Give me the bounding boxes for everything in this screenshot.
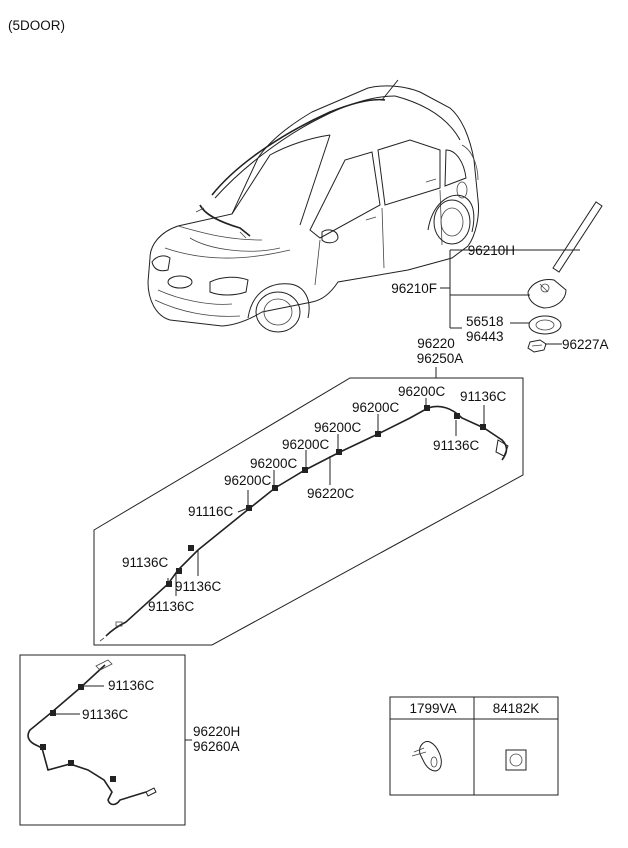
callout-96220H: 96220H bbox=[193, 724, 240, 739]
callout-96200C-3: 96200C bbox=[314, 420, 362, 435]
roof-antenna-assembly bbox=[527, 201, 603, 353]
callout-96250A: 96250A bbox=[417, 351, 464, 366]
callout-91136C-3: 91136C bbox=[122, 555, 169, 570]
callout-96200C-4: 96200C bbox=[282, 437, 330, 452]
table-header-1799VA: 1799VA bbox=[409, 701, 456, 716]
callout-96220: 96220 bbox=[417, 336, 455, 351]
main-harness-leaders bbox=[167, 398, 485, 596]
callout-96210F: 96210F bbox=[391, 281, 437, 296]
callout-96260A: 96260A bbox=[193, 739, 240, 754]
sub-harness-panel bbox=[19, 654, 192, 826]
callout-91116C: 91116C bbox=[188, 504, 234, 519]
callout-96210H: 96210H bbox=[468, 243, 515, 258]
callout-96200C-5: 96200C bbox=[250, 456, 298, 471]
callout-96220C: 96220C bbox=[307, 486, 355, 501]
callout-96200C-6: 96200C bbox=[224, 473, 272, 488]
parts-table bbox=[389, 696, 559, 796]
clip-icon bbox=[411, 741, 442, 772]
car-illustration bbox=[147, 79, 479, 333]
callout-96200C-1: 96200C bbox=[398, 384, 446, 399]
table-header-84182K: 84182K bbox=[493, 701, 540, 716]
antenna-leader-lines bbox=[440, 249, 580, 345]
callout-91136C-5: 91136C bbox=[148, 599, 195, 614]
callout-96227A: 96227A bbox=[562, 337, 609, 352]
variant-label: (5DOOR) bbox=[8, 18, 65, 33]
callout-91136C-7: 91136C bbox=[82, 707, 129, 722]
main-harness-panel bbox=[93, 377, 524, 646]
callout-91136C-4: 91136C bbox=[175, 579, 222, 594]
callout-91136C-6: 91136C bbox=[108, 678, 155, 693]
callout-96200C-2: 96200C bbox=[352, 400, 400, 415]
callout-91136C-2: 91136C bbox=[433, 438, 480, 453]
main-harness bbox=[99, 405, 509, 642]
callout-91136C-1: 91136C bbox=[460, 389, 507, 404]
callout-56518: 56518 bbox=[466, 314, 504, 329]
square-pad-icon bbox=[505, 749, 527, 771]
callout-96443: 96443 bbox=[466, 329, 504, 344]
